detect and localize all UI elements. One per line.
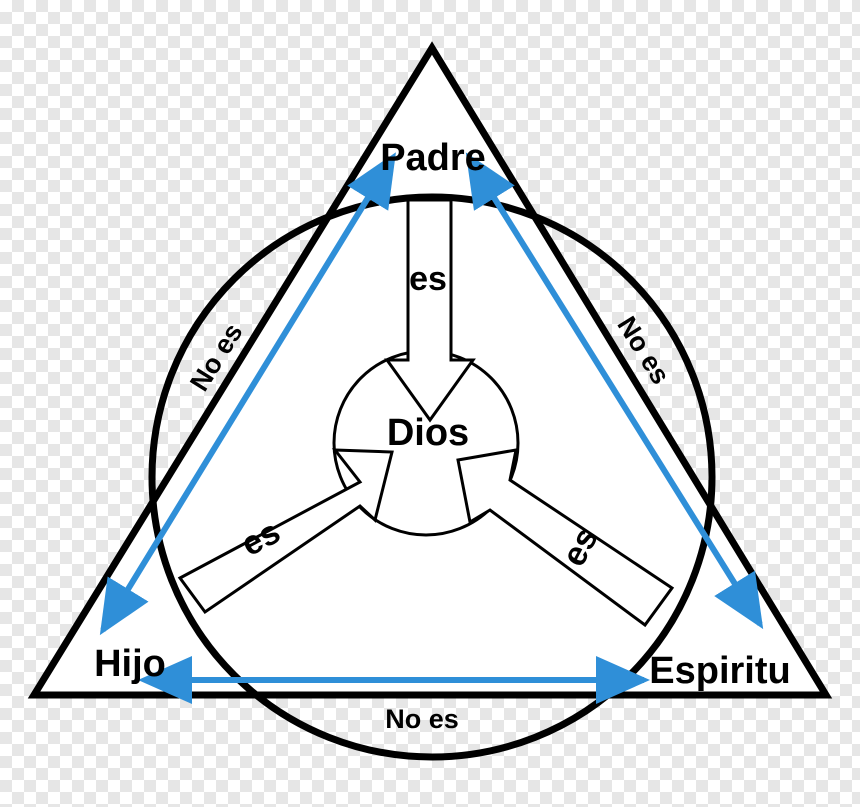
label-no-es-bottom: No es xyxy=(385,704,459,734)
padre-hijo-arrow xyxy=(99,152,396,636)
padre-es-arrow xyxy=(384,198,476,423)
label-padre: Padre xyxy=(380,137,486,179)
label-dios: Dios xyxy=(387,412,469,454)
label-hijo: Hijo xyxy=(94,643,166,685)
label-es-padre: es xyxy=(409,260,447,298)
label-espiritu: Espiritu xyxy=(649,650,790,692)
padre-espiritu-arrow xyxy=(465,152,764,630)
